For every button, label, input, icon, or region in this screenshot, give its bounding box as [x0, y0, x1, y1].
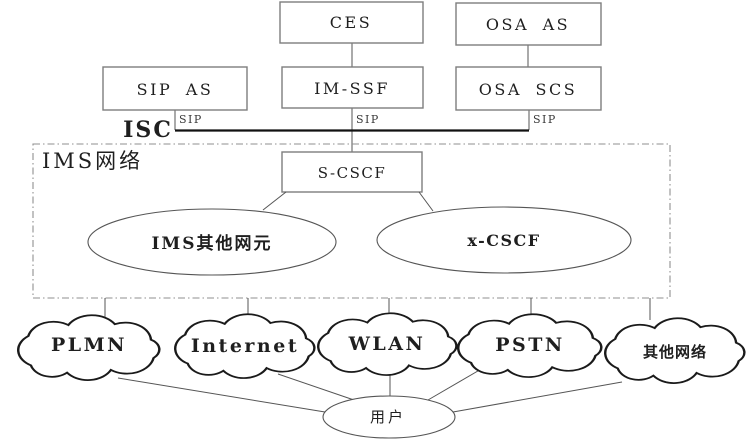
sip-as-box — [102, 66, 248, 111]
line-other-user — [452, 381, 623, 413]
line-scscf-other-elements — [262, 191, 287, 211]
x-cscf-label: x-CSCF — [467, 231, 540, 250]
plmn-label: PLMN — [51, 334, 127, 356]
internet-label: Internet — [191, 335, 299, 357]
s-cscf-box — [281, 151, 423, 193]
ims-other-elements-label: IMS其他网元 — [151, 233, 272, 254]
s-cscf-label: S-CSCF — [318, 164, 387, 182]
line-pstn-user — [427, 367, 484, 401]
user-ellipse — [322, 395, 456, 439]
line-scscf-xcscf — [418, 191, 434, 212]
sip-as-label: SIP AS — [137, 80, 214, 99]
wlan-label: WLAN — [348, 333, 426, 355]
im-ssf-box — [281, 66, 424, 109]
ims-other-elements-ellipse — [87, 208, 337, 276]
osa-as-label: OSA AS — [486, 15, 570, 34]
other-networks-label: 其他网络 — [643, 343, 707, 361]
ces-box — [279, 1, 424, 44]
ims-network-dashed-box — [32, 143, 671, 299]
user-label: 用户 — [370, 408, 406, 426]
ces-label: CES — [330, 13, 372, 32]
ims-network-label: IMS网络 — [42, 149, 143, 173]
line-internet-user — [277, 373, 355, 401]
sip-label-right: SIP — [533, 113, 557, 126]
osa-scs-box — [455, 66, 602, 111]
osa-as-box — [455, 2, 602, 46]
isc-label: ISC — [123, 117, 173, 143]
x-cscf-ellipse — [376, 206, 632, 274]
pstn-label: PSTN — [495, 334, 565, 356]
sip-label-left: SIP — [179, 113, 203, 126]
im-ssf-label: IM-SSF — [314, 79, 390, 98]
osa-scs-label: OSA SCS — [479, 80, 577, 99]
line-plmn-user — [117, 377, 326, 413]
sip-label-center: SIP — [356, 113, 380, 126]
